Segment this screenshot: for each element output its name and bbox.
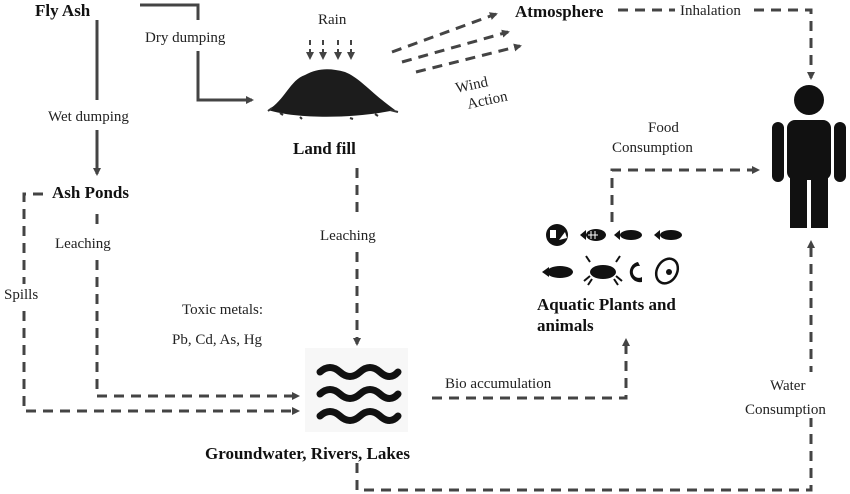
- shrimp-icon: [629, 262, 642, 283]
- food-consumption-line1: Food: [648, 120, 679, 136]
- crab-icon: [583, 255, 623, 286]
- dry-dumping-arrow-top: [140, 3, 200, 20]
- toxic-metals-list: Pb, Cd, As, Hg: [172, 332, 263, 348]
- dry-dumping-arrow: [196, 51, 254, 104]
- aquatic-icons: [542, 224, 682, 286]
- leaching-ponds-label: Leaching: [55, 236, 111, 252]
- toxic-metals-title: Toxic metals:: [182, 302, 263, 318]
- land-fill-label: Land fill: [293, 139, 356, 158]
- aquatic-label-line1: Aquatic Plants and: [537, 295, 676, 314]
- aquatic-label-line2: animals: [537, 316, 594, 335]
- bio-accumulation-arrow: [432, 338, 630, 400]
- inhalation-arrow: [618, 8, 815, 80]
- atmosphere-label: Atmosphere: [515, 2, 604, 21]
- person-icon: [772, 85, 846, 228]
- bio-accumulation-label: Bio accumulation: [445, 376, 552, 392]
- fish-icon: [542, 266, 573, 278]
- leaching-ponds-arrow: [95, 260, 300, 400]
- wind-action-line1: Wind: [454, 74, 490, 97]
- dry-dumping-label: Dry dumping: [145, 30, 226, 46]
- water-bodies-label: Groundwater, Rivers, Lakes: [205, 444, 410, 463]
- leaching-landfill-label: Leaching: [320, 228, 376, 244]
- water-consumption-arrow: [355, 240, 815, 492]
- landfill-mound-icon: [267, 69, 399, 120]
- fish-skeleton-icon: [580, 229, 606, 241]
- plant-icon: [546, 224, 568, 246]
- ash-ponds-label: Ash Ponds: [52, 183, 129, 202]
- food-consumption-line2: Consumption: [612, 140, 693, 156]
- wet-dumping-label: Wet dumping: [48, 109, 129, 125]
- fish-icon: [654, 230, 682, 240]
- rain-arrows: [306, 40, 355, 60]
- water-consumption-line2: Consumption: [745, 402, 826, 418]
- rain-label: Rain: [318, 12, 347, 28]
- waves-icon: [316, 364, 402, 424]
- spills-label: Spills: [4, 287, 38, 303]
- fly-ash-label: Fly Ash: [35, 1, 91, 20]
- inhalation-label: Inhalation: [680, 3, 741, 19]
- fish-icon: [614, 230, 642, 240]
- wind-arrows: [391, 12, 522, 74]
- water-consumption-line1: Water: [770, 378, 805, 394]
- food-consumption-arrow: [610, 166, 760, 222]
- oyster-icon: [654, 257, 680, 285]
